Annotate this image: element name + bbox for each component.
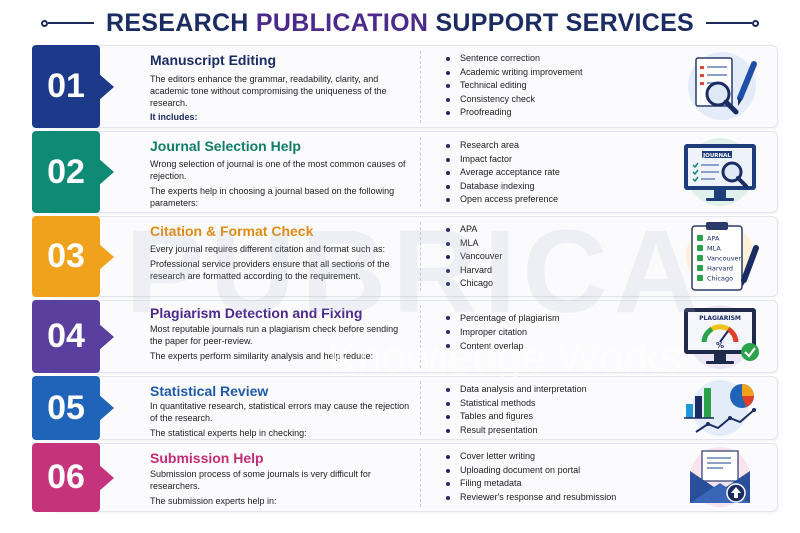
section-manuscript-editing: 01 Manuscript Editing The editors enhanc…: [22, 45, 778, 128]
page-header: RESEARCH PUBLICATION SUPPORT SERVICES: [0, 6, 800, 40]
list-item: Consistency check: [446, 93, 583, 107]
section-number-badge: 01: [22, 45, 114, 128]
svg-text:APA: APA: [707, 235, 720, 243]
section-divider: [420, 305, 421, 368]
section-bullet-list: Percentage of plagiarism Improper citati…: [446, 311, 560, 353]
section-submission-help: 06 Submission Help Submission process of…: [22, 443, 778, 512]
section-statistical-review: 05 Statistical Review In quantitative re…: [22, 376, 778, 440]
envelope-upload-icon: [674, 445, 766, 510]
section-plagiarism: 04 Plagiarism Detection and Fixing Most …: [22, 300, 778, 373]
section-title: Citation & Format Check: [150, 223, 314, 239]
statistics-charts-icon: [674, 378, 766, 438]
svg-text:Vancouver: Vancouver: [707, 255, 742, 263]
list-item: Chicago: [446, 277, 502, 291]
section-description: In quantitative research, statistical er…: [150, 401, 410, 438]
section-title: Statistical Review: [150, 383, 269, 399]
section-card: [52, 216, 778, 297]
section-title: Journal Selection Help: [150, 138, 301, 154]
section-description: The editors enhance the grammar, readabi…: [150, 74, 387, 122]
list-item: Improper citation: [446, 325, 560, 339]
list-item: Harvard: [446, 264, 502, 278]
section-card: [52, 443, 778, 512]
list-item: MLA: [446, 237, 502, 251]
list-item: Filing metadata: [446, 477, 616, 491]
svg-text:MLA: MLA: [707, 245, 721, 253]
list-item: Database indexing: [446, 180, 560, 194]
section-description: Submission process of some journals is v…: [150, 469, 371, 506]
list-item: Result presentation: [446, 424, 587, 438]
list-item: Cover letter writing: [446, 450, 616, 464]
list-item: Tables and figures: [446, 410, 587, 424]
list-item: Vancouver: [446, 250, 502, 264]
list-item: APA: [446, 223, 502, 237]
section-title: Manuscript Editing: [150, 52, 276, 68]
list-item: Academic writing improvement: [446, 66, 583, 80]
section-number-badge: 03: [22, 216, 114, 297]
section-title: Plagiarism Detection and Fixing: [150, 305, 363, 321]
list-item: Sentence correction: [446, 52, 583, 66]
list-item: Open access preference: [446, 193, 560, 207]
document-magnifier-pen-icon: [674, 48, 766, 124]
section-card: [52, 376, 778, 440]
section-bullet-list: Research area Impact factor Average acce…: [446, 139, 560, 207]
title-decoration-right: [706, 19, 760, 27]
list-item: Data analysis and interpretation: [446, 383, 587, 397]
section-bullet-list: Cover letter writing Uploading document …: [446, 450, 616, 504]
list-item: Average acceptance rate: [446, 166, 560, 180]
list-item: Content overlap: [446, 339, 560, 353]
section-divider: [420, 137, 421, 207]
section-divider: [420, 448, 421, 507]
section-card: [52, 131, 778, 213]
list-item: Proofreading: [446, 106, 583, 120]
citation-clipboard-icon: APA MLA Vancouver Harvard Chicago: [674, 218, 766, 295]
list-item: Research area: [446, 139, 560, 153]
list-item: Impact factor: [446, 153, 560, 167]
section-number-badge: 04: [22, 300, 114, 373]
section-description: Most reputable journals run a plagiarism…: [150, 324, 399, 361]
svg-text:PLAGIARISM: PLAGIARISM: [699, 315, 741, 322]
section-divider: [420, 222, 421, 291]
list-item: Uploading document on portal: [446, 464, 616, 478]
section-bullet-list: Sentence correction Academic writing imp…: [446, 52, 583, 120]
list-item: Percentage of plagiarism: [446, 311, 560, 325]
svg-text:Chicago: Chicago: [707, 275, 733, 283]
section-journal-selection: 02 Journal Selection Help Wrong selectio…: [22, 131, 778, 213]
section-card: [52, 45, 778, 128]
page-title: RESEARCH PUBLICATION SUPPORT SERVICES: [105, 8, 695, 37]
journal-monitor-icon: JOURNAL: [674, 134, 766, 210]
list-item: Technical editing: [446, 79, 583, 93]
section-citation-format: 03 Citation & Format Check Every journal…: [22, 216, 778, 297]
svg-text:%: %: [716, 341, 724, 350]
section-number-badge: 06: [22, 443, 114, 512]
section-description: Wrong selection of journal is one of the…: [150, 159, 406, 208]
section-divider: [420, 381, 421, 435]
section-number-badge: 05: [22, 376, 114, 440]
list-item: Statistical methods: [446, 397, 587, 411]
title-decoration-left: [40, 19, 94, 27]
section-bullet-list: Data analysis and interpretation Statist…: [446, 383, 587, 437]
section-title: Submission Help: [150, 450, 264, 466]
section-bullet-list: APA MLA Vancouver Harvard Chicago: [446, 223, 502, 291]
section-number-badge: 02: [22, 131, 114, 213]
svg-text:JOURNAL: JOURNAL: [702, 153, 731, 159]
plagiarism-gauge-monitor-icon: PLAGIARISM %: [674, 302, 766, 372]
section-divider: [420, 51, 421, 123]
section-description: Every journal requires different citatio…: [150, 244, 390, 281]
svg-text:Harvard: Harvard: [707, 265, 733, 273]
list-item: Reviewer's response and resubmission: [446, 491, 616, 505]
